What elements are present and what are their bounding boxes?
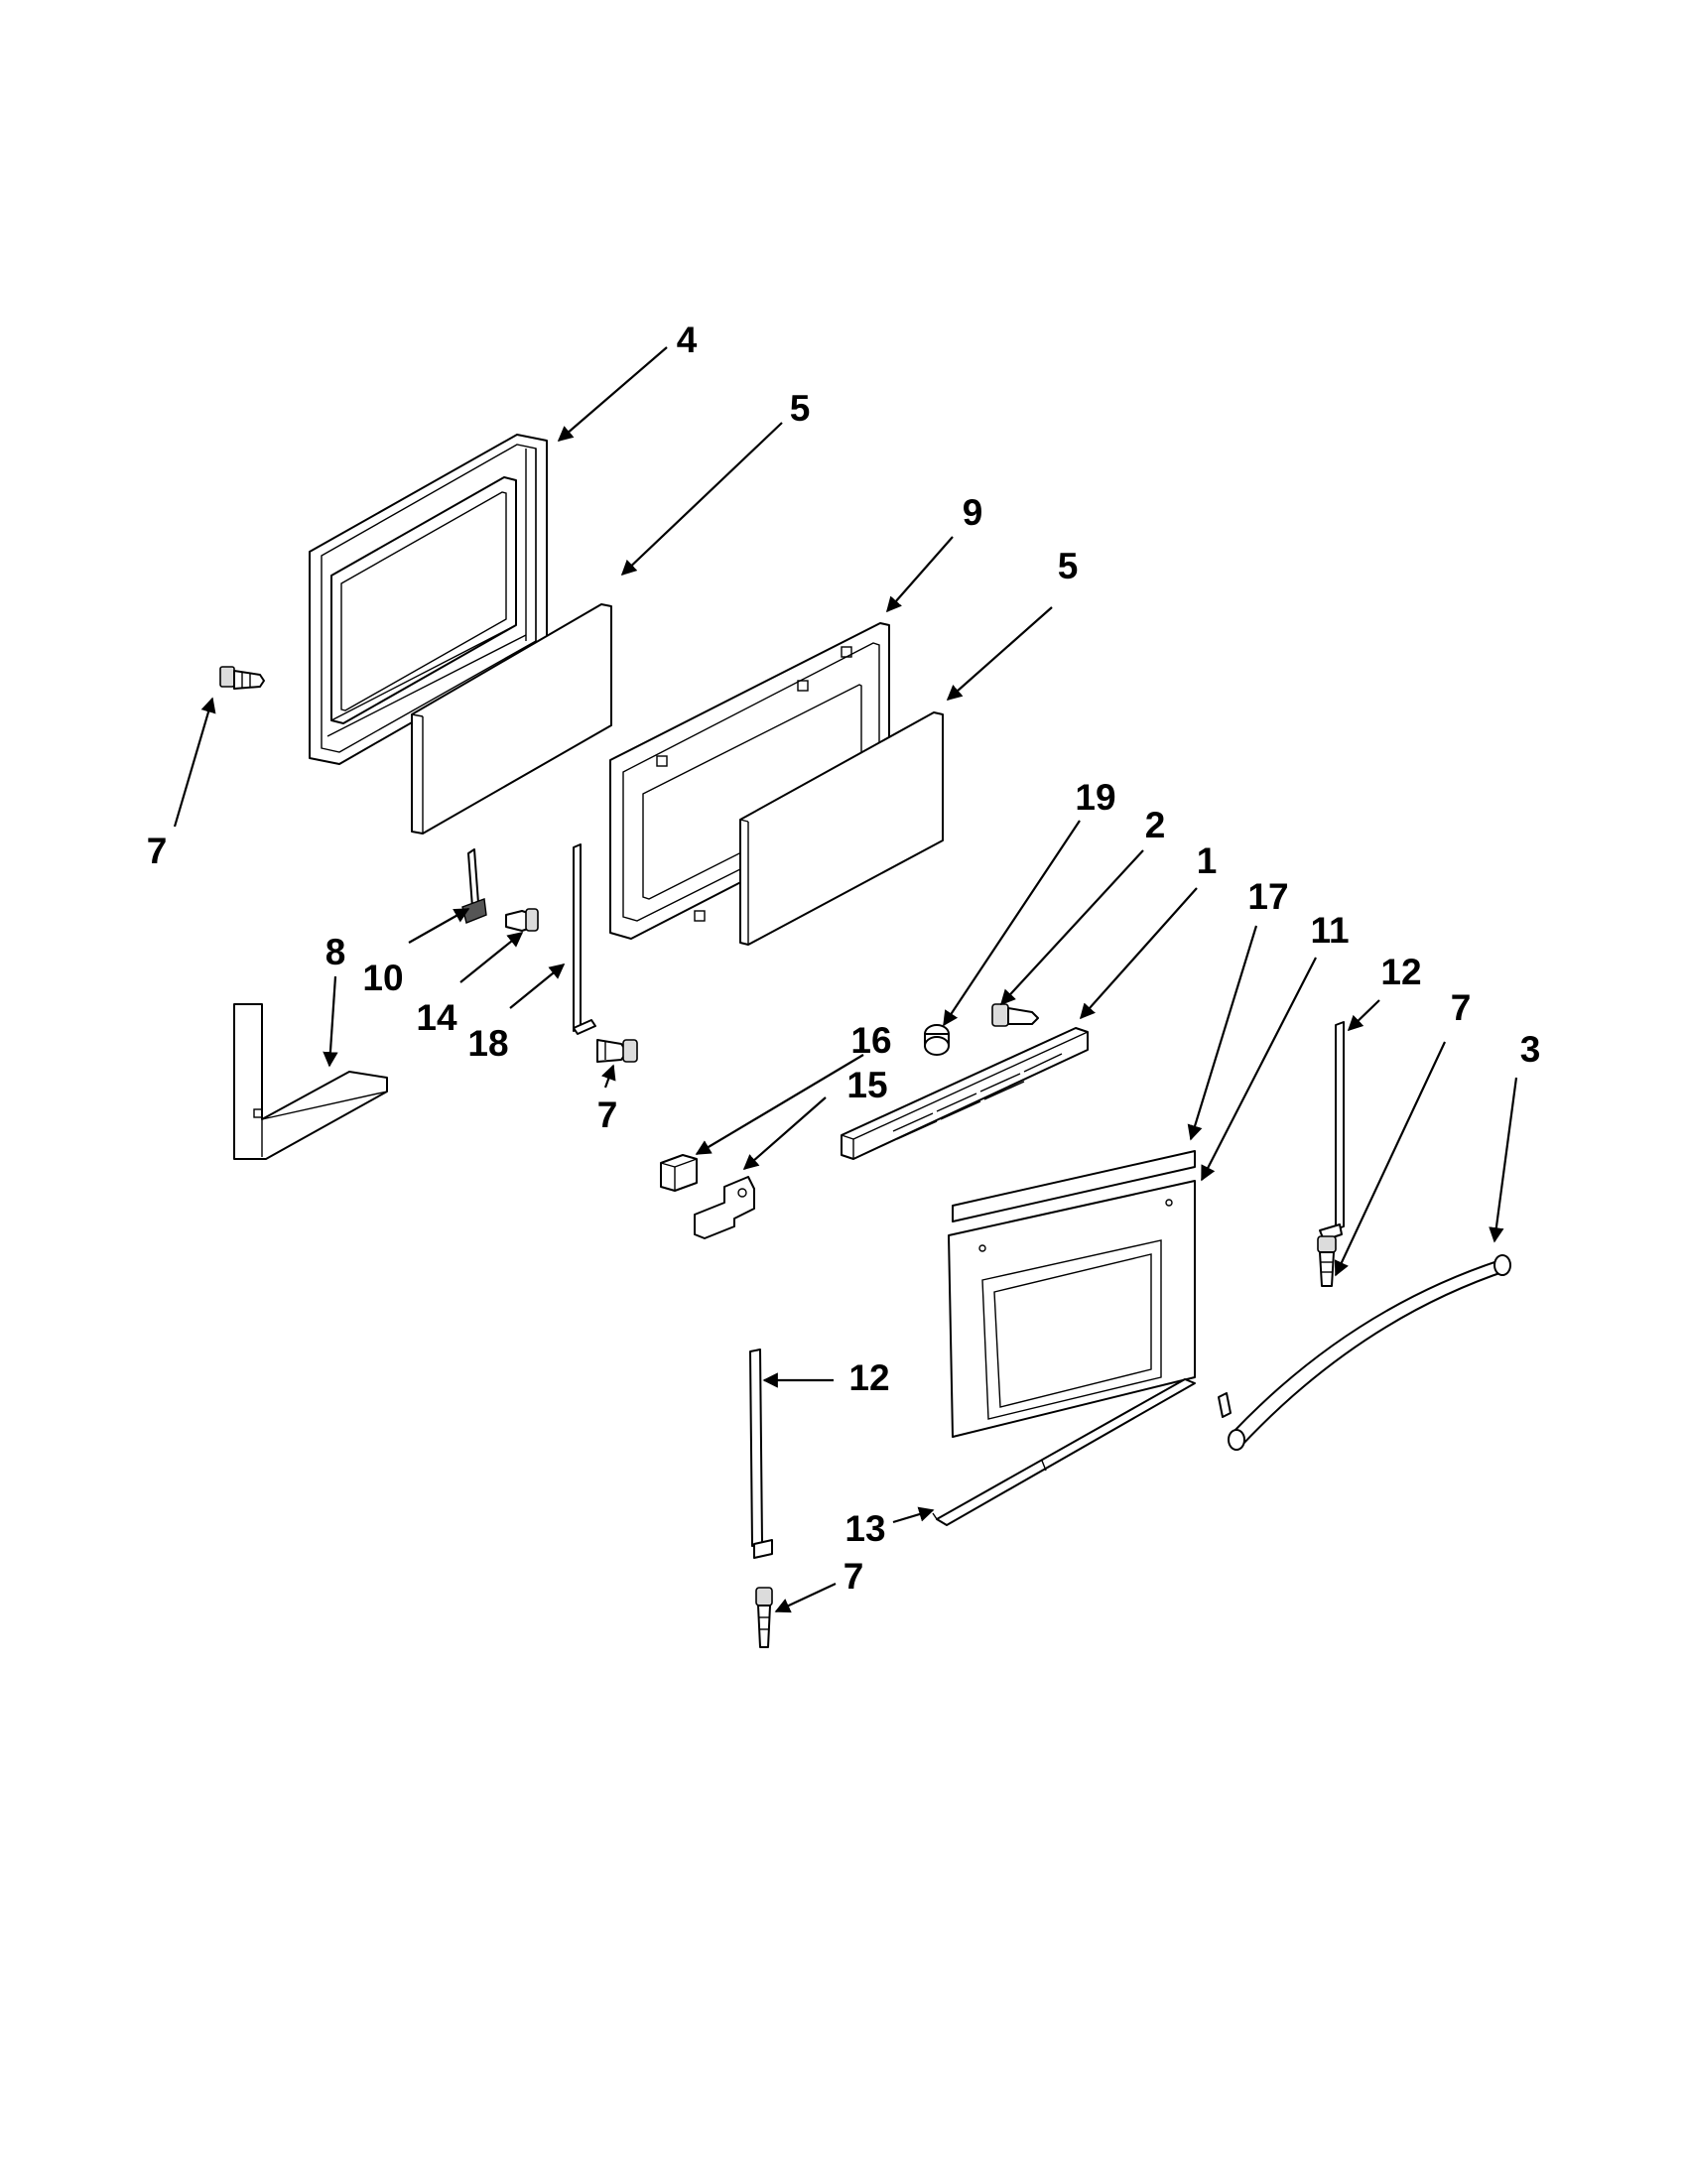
callout-7-right: 7 [1451,987,1472,1028]
leader-3 [1489,1077,1518,1243]
trim-corner [233,1003,388,1160]
callout-7-upper-left: 7 [147,831,168,871]
callout-8: 8 [325,932,346,972]
leader-5-upper [620,422,783,577]
vertical-strip-right [1319,1021,1345,1241]
leader-17 [1187,925,1258,1141]
top-trim-strip [952,1150,1196,1222]
leader-9 [885,536,954,613]
leader-11 [1201,957,1317,1182]
vertical-strip-left [573,843,596,1035]
callout-16: 16 [850,1020,891,1061]
leader-5-lower [946,606,1053,702]
callout-5-upper: 5 [790,388,811,429]
callout-1: 1 [1197,840,1218,881]
hinge-screw [505,908,539,932]
leader-2 [999,849,1144,1006]
callout-10: 10 [362,958,403,998]
leader-12-right [1347,999,1380,1032]
leader-8 [323,975,338,1068]
callout-5-lower: 5 [1058,546,1079,586]
switch-block [660,1154,698,1192]
screw-upper-left [219,666,265,690]
door-hinge [461,848,487,924]
callout-9: 9 [963,492,983,533]
callout-13: 13 [844,1508,885,1549]
callout-2: 2 [1145,805,1166,845]
callout-labels: 4 5 9 5 7 19 2 1 17 11 12 7 3 8 10 14 18… [147,320,1541,1597]
leader-1 [1079,887,1198,1020]
leader-16 [695,1054,864,1155]
leader-14 [459,932,524,983]
nut [924,1024,950,1056]
callout-12-bottom: 12 [848,1357,889,1398]
callout-17: 17 [1247,876,1288,917]
leader-lines [173,346,1518,1613]
inner-door-liner [309,434,548,765]
vent-trim [841,1027,1089,1160]
leader-4 [557,346,668,443]
glass-pane-lower [739,711,944,946]
outer-door-panel [948,1180,1196,1438]
leader-13 [892,1506,935,1524]
leader-7-right [1334,1041,1446,1277]
callout-12-right: 12 [1380,952,1421,992]
vent-slots [892,1053,1063,1140]
callout-3: 3 [1520,1029,1541,1070]
screw-middle-left [596,1039,638,1063]
vent-screw [991,1003,1039,1027]
callout-18: 18 [467,1023,508,1064]
callout-15: 15 [846,1065,887,1105]
screw-right [1317,1235,1337,1287]
screw-bottom [755,1587,773,1648]
leader-7-middle-left [601,1064,616,1089]
leader-19 [943,820,1081,1027]
callout-7-bottom: 7 [844,1556,864,1597]
leader-7-upper-left [173,697,216,828]
glass-pane-upper [411,603,612,835]
leader-7-bottom [774,1583,837,1613]
vertical-strip-bottom [749,1349,773,1559]
leader-10 [408,908,470,944]
callout-11: 11 [1310,910,1349,951]
door-handle [1218,1254,1511,1451]
leader-18 [509,964,566,1009]
callout-4: 4 [677,320,698,360]
callout-7-middle-left: 7 [597,1094,618,1135]
callout-19: 19 [1075,777,1115,818]
switch-bracket [694,1176,755,1239]
callout-14: 14 [416,997,457,1038]
leader-15 [742,1096,827,1171]
